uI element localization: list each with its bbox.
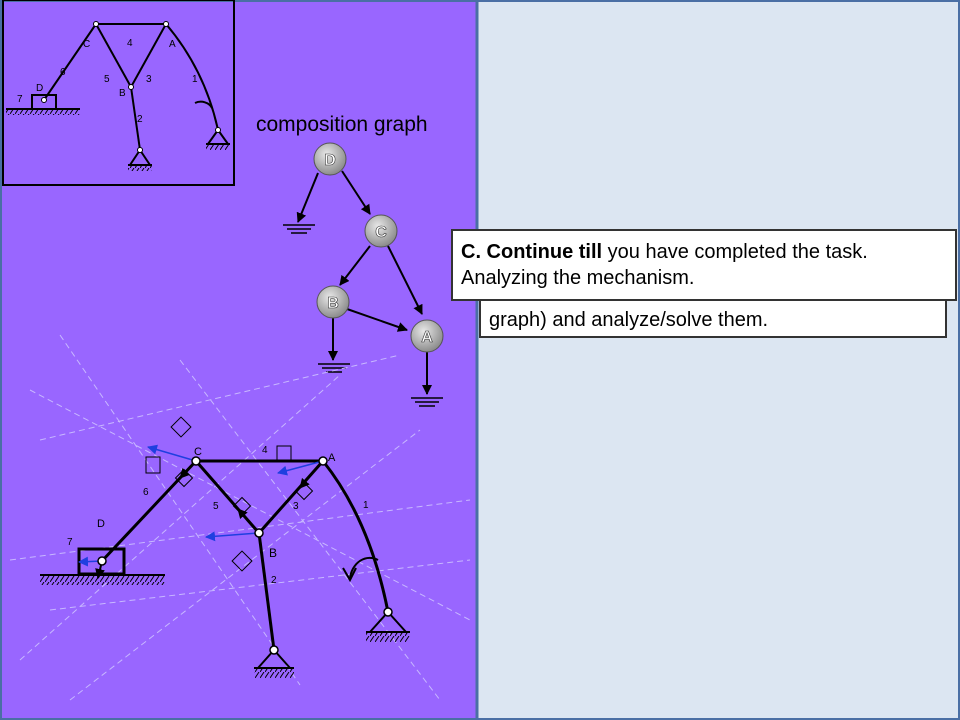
- thumb-link-1: 1: [192, 74, 198, 85]
- thumb-joint-b: B: [119, 88, 126, 99]
- callout-front-line1: C. Continue till you have completed the …: [461, 239, 955, 265]
- callout-back-text: graph) and analyze/solve them.: [489, 309, 769, 331]
- callout-front-line2: Analyzing the mechanism.: [461, 267, 695, 289]
- thumbnail-frame: [2, 0, 235, 186]
- graph-node-c: C: [364, 214, 398, 248]
- joint-a: A: [328, 452, 336, 464]
- link-label-1: 1: [363, 500, 369, 511]
- thumb-link-6: 6: [60, 67, 66, 78]
- joint-b: B: [269, 546, 277, 560]
- joint-d: D: [97, 518, 105, 530]
- thumb-link-2: 2: [137, 114, 143, 125]
- link-1: [321, 460, 390, 613]
- graph-node-a-label: A: [421, 329, 433, 346]
- callout-front-bold: C. Continue till: [461, 241, 603, 263]
- graph-title: composition graph: [256, 113, 428, 136]
- link-label-6: 6: [143, 487, 149, 498]
- thumb-link-7: 7: [17, 94, 23, 105]
- link-label-7: 7: [67, 537, 73, 548]
- thumb-link-3: 3: [146, 74, 152, 85]
- graph-node-a: A: [410, 319, 444, 353]
- thumbnail-mechanism: C A B D 1 2 3 4 5 6 7: [2, 0, 235, 186]
- graph-node-d-label: D: [324, 152, 336, 169]
- right-panel: [477, 0, 960, 720]
- graph-node-b: B: [316, 285, 350, 319]
- left-panel: [0, 0, 477, 720]
- composition-graph: composition graph D C: [256, 113, 444, 407]
- thumb-joint-d: D: [36, 83, 43, 94]
- thumb-joint-a: A: [169, 39, 176, 50]
- link-label-4: 4: [262, 445, 268, 456]
- graph-node-c-label: C: [375, 224, 387, 241]
- graph-node-d: D: [313, 142, 347, 176]
- construction-lines: [9, 334, 471, 701]
- callout-front-rest: you have completed the task.: [602, 241, 868, 263]
- link-label-2: 2: [271, 575, 277, 586]
- instruction-callout-front: C. Continue till you have completed the …: [451, 229, 957, 301]
- link-label-3: 3: [293, 501, 299, 512]
- thumb-joint-c: C: [83, 39, 90, 50]
- thumb-link-4: 4: [127, 38, 133, 49]
- graph-node-b-label: B: [327, 295, 339, 312]
- rotation-indicator: [349, 556, 379, 579]
- link-label-5: 5: [213, 501, 219, 512]
- joint-c: C: [194, 446, 202, 458]
- link-2: [257, 532, 276, 651]
- thumb-link-5: 5: [104, 74, 110, 85]
- main-mechanism: C A B D 1 2 3 4 5 6 7: [9, 334, 471, 701]
